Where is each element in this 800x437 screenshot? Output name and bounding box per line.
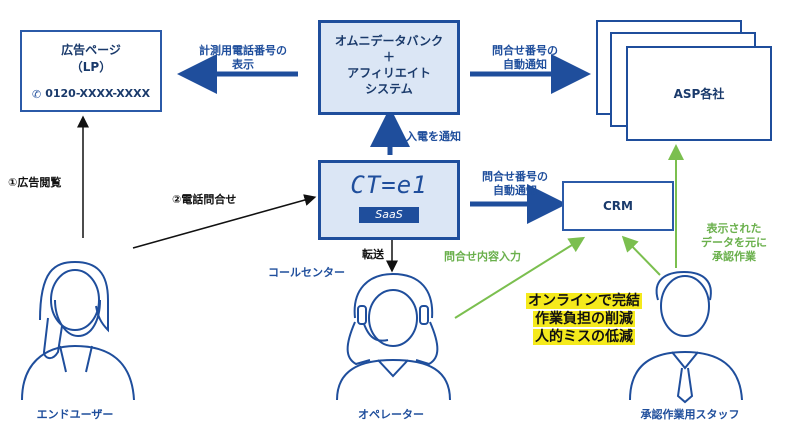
label-ad-view: ①広告閲覧 (8, 176, 62, 189)
label-staff-note-line2: データを元に (701, 236, 767, 249)
phone-icon: ✆ (32, 87, 42, 101)
label-staff-note-line1: 表示された (706, 222, 762, 235)
omni-line2: ＋ (382, 50, 395, 64)
asp-box-front: ASP各社 (626, 46, 772, 141)
label-inquiry-notify-top-line1: 問合せ番号の (492, 44, 558, 57)
label-phone-inquiry: ②電話問合せ (172, 193, 237, 206)
lp-title: 広告ページ (61, 43, 121, 57)
caption-end-user: エンドユーザー (36, 408, 114, 421)
ctel-logo-sub: SaaS (359, 207, 419, 223)
label-inquiry-notify-top: 問合せ番号の 自動通知 (480, 44, 570, 72)
operator-figure (336, 272, 451, 401)
label-inquiry-input: 問合せ内容入力 (444, 250, 521, 263)
staff-figure (629, 270, 743, 404)
lp-box: 広告ページ （LP） ✆ 0120-XXXX-XXXX (20, 30, 162, 112)
arrow-staff-to-crm (621, 235, 661, 276)
benefit-line3: 人的ミスの低減 (533, 329, 635, 345)
omni-line3: アフィリエイト (347, 66, 431, 80)
label-tracking-phone-line1: 計測用電話番号の (199, 44, 287, 57)
arrow-user-to-ctel (132, 194, 317, 249)
label-inquiry-notify-top-line2: 自動通知 (503, 58, 547, 71)
omni-box: オムニデータバンク ＋ アフィリエイト システム (318, 20, 460, 115)
label-tracking-phone-line2: 表示 (232, 58, 254, 71)
lp-subtitle: （LP） (70, 60, 112, 74)
omni-line1: オムニデータバンク (334, 34, 444, 48)
label-call-center: コールセンター (268, 266, 345, 279)
caption-operator: オペレーター (358, 408, 424, 421)
label-inquiry-notify-mid-line1: 問合せ番号の (482, 170, 548, 183)
lp-phone-number: 0120-XXXX-XXXX (45, 87, 151, 100)
label-incoming-notify: 入電を通知 (406, 130, 461, 143)
benefit-highlight: オンラインで完結 作業負担の削減 人的ミスの低減 (518, 292, 650, 346)
arrow-operator-to-crm (454, 236, 586, 319)
label-staff-note-line3: 承認作業 (712, 250, 756, 263)
ctel-logo-text: CT=e1 (350, 171, 428, 199)
label-transfer: 転送 (362, 248, 384, 261)
benefit-line2: 作業負担の削減 (533, 311, 635, 327)
label-inquiry-notify-mid: 問合せ番号の 自動通知 (470, 170, 560, 198)
label-inquiry-notify-mid-line2: 自動通知 (493, 184, 537, 197)
caption-staff: 承認作業用スタッフ (640, 408, 740, 421)
lp-phone-row: ✆ 0120-XXXX-XXXX (32, 86, 162, 102)
crm-box: CRM (562, 181, 674, 231)
label-tracking-phone: 計測用電話番号の 表示 (188, 44, 298, 72)
ctel-box: CT=e1 SaaS (318, 160, 460, 240)
label-staff-note: 表示された データを元に 承認作業 (686, 222, 782, 264)
crm-label: CRM (603, 199, 633, 213)
asp-label: ASP各社 (673, 87, 725, 101)
end-user-figure (21, 260, 135, 401)
omni-line4: システム (365, 82, 413, 96)
benefit-line1: オンラインで完結 (526, 293, 642, 309)
